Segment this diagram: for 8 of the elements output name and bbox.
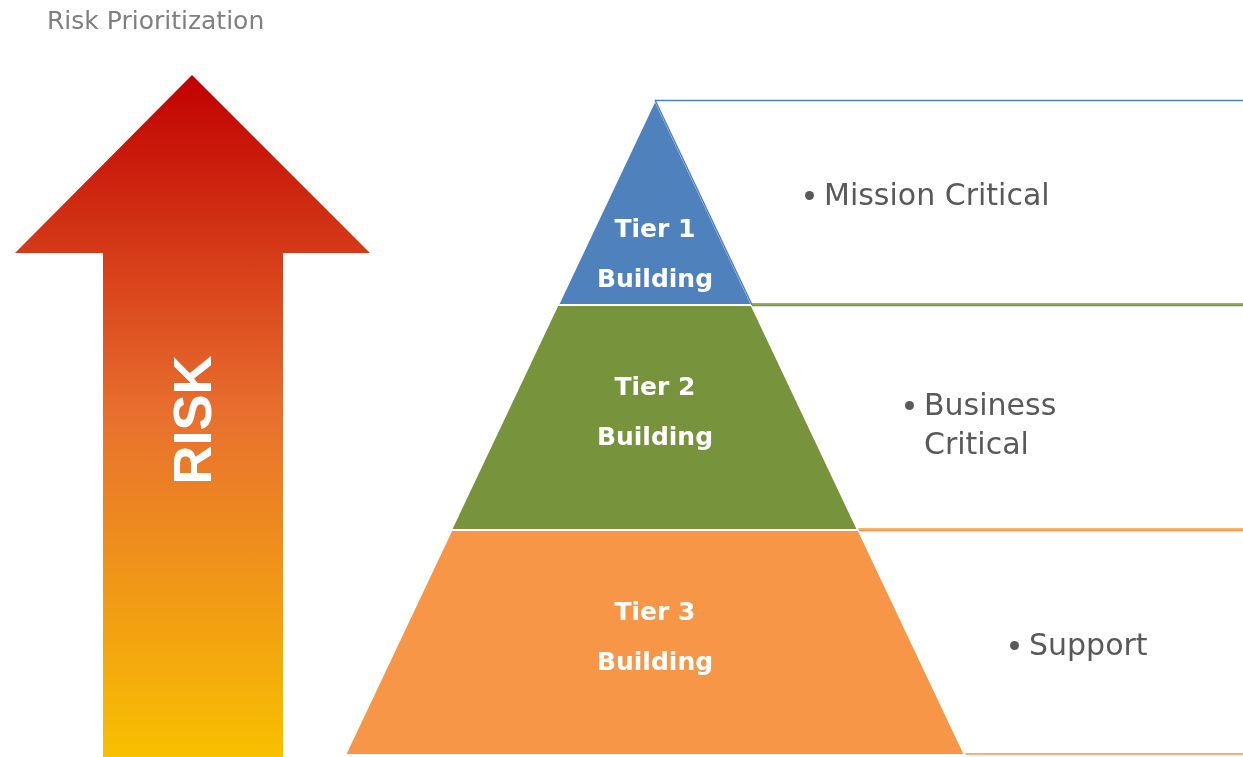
bullet-text: Business Critical [924,386,1058,463]
tier-label: Tier 2 Building [595,371,715,453]
title: Risk Prioritization [47,6,265,35]
bullet-text: Mission Critical [824,176,1050,214]
arrow-label: RISK [161,355,223,485]
bullet-text: Support [1029,626,1148,664]
tier-label: Tier 3 Building [595,596,715,678]
tier-label: Tier 1 Building [595,213,715,295]
